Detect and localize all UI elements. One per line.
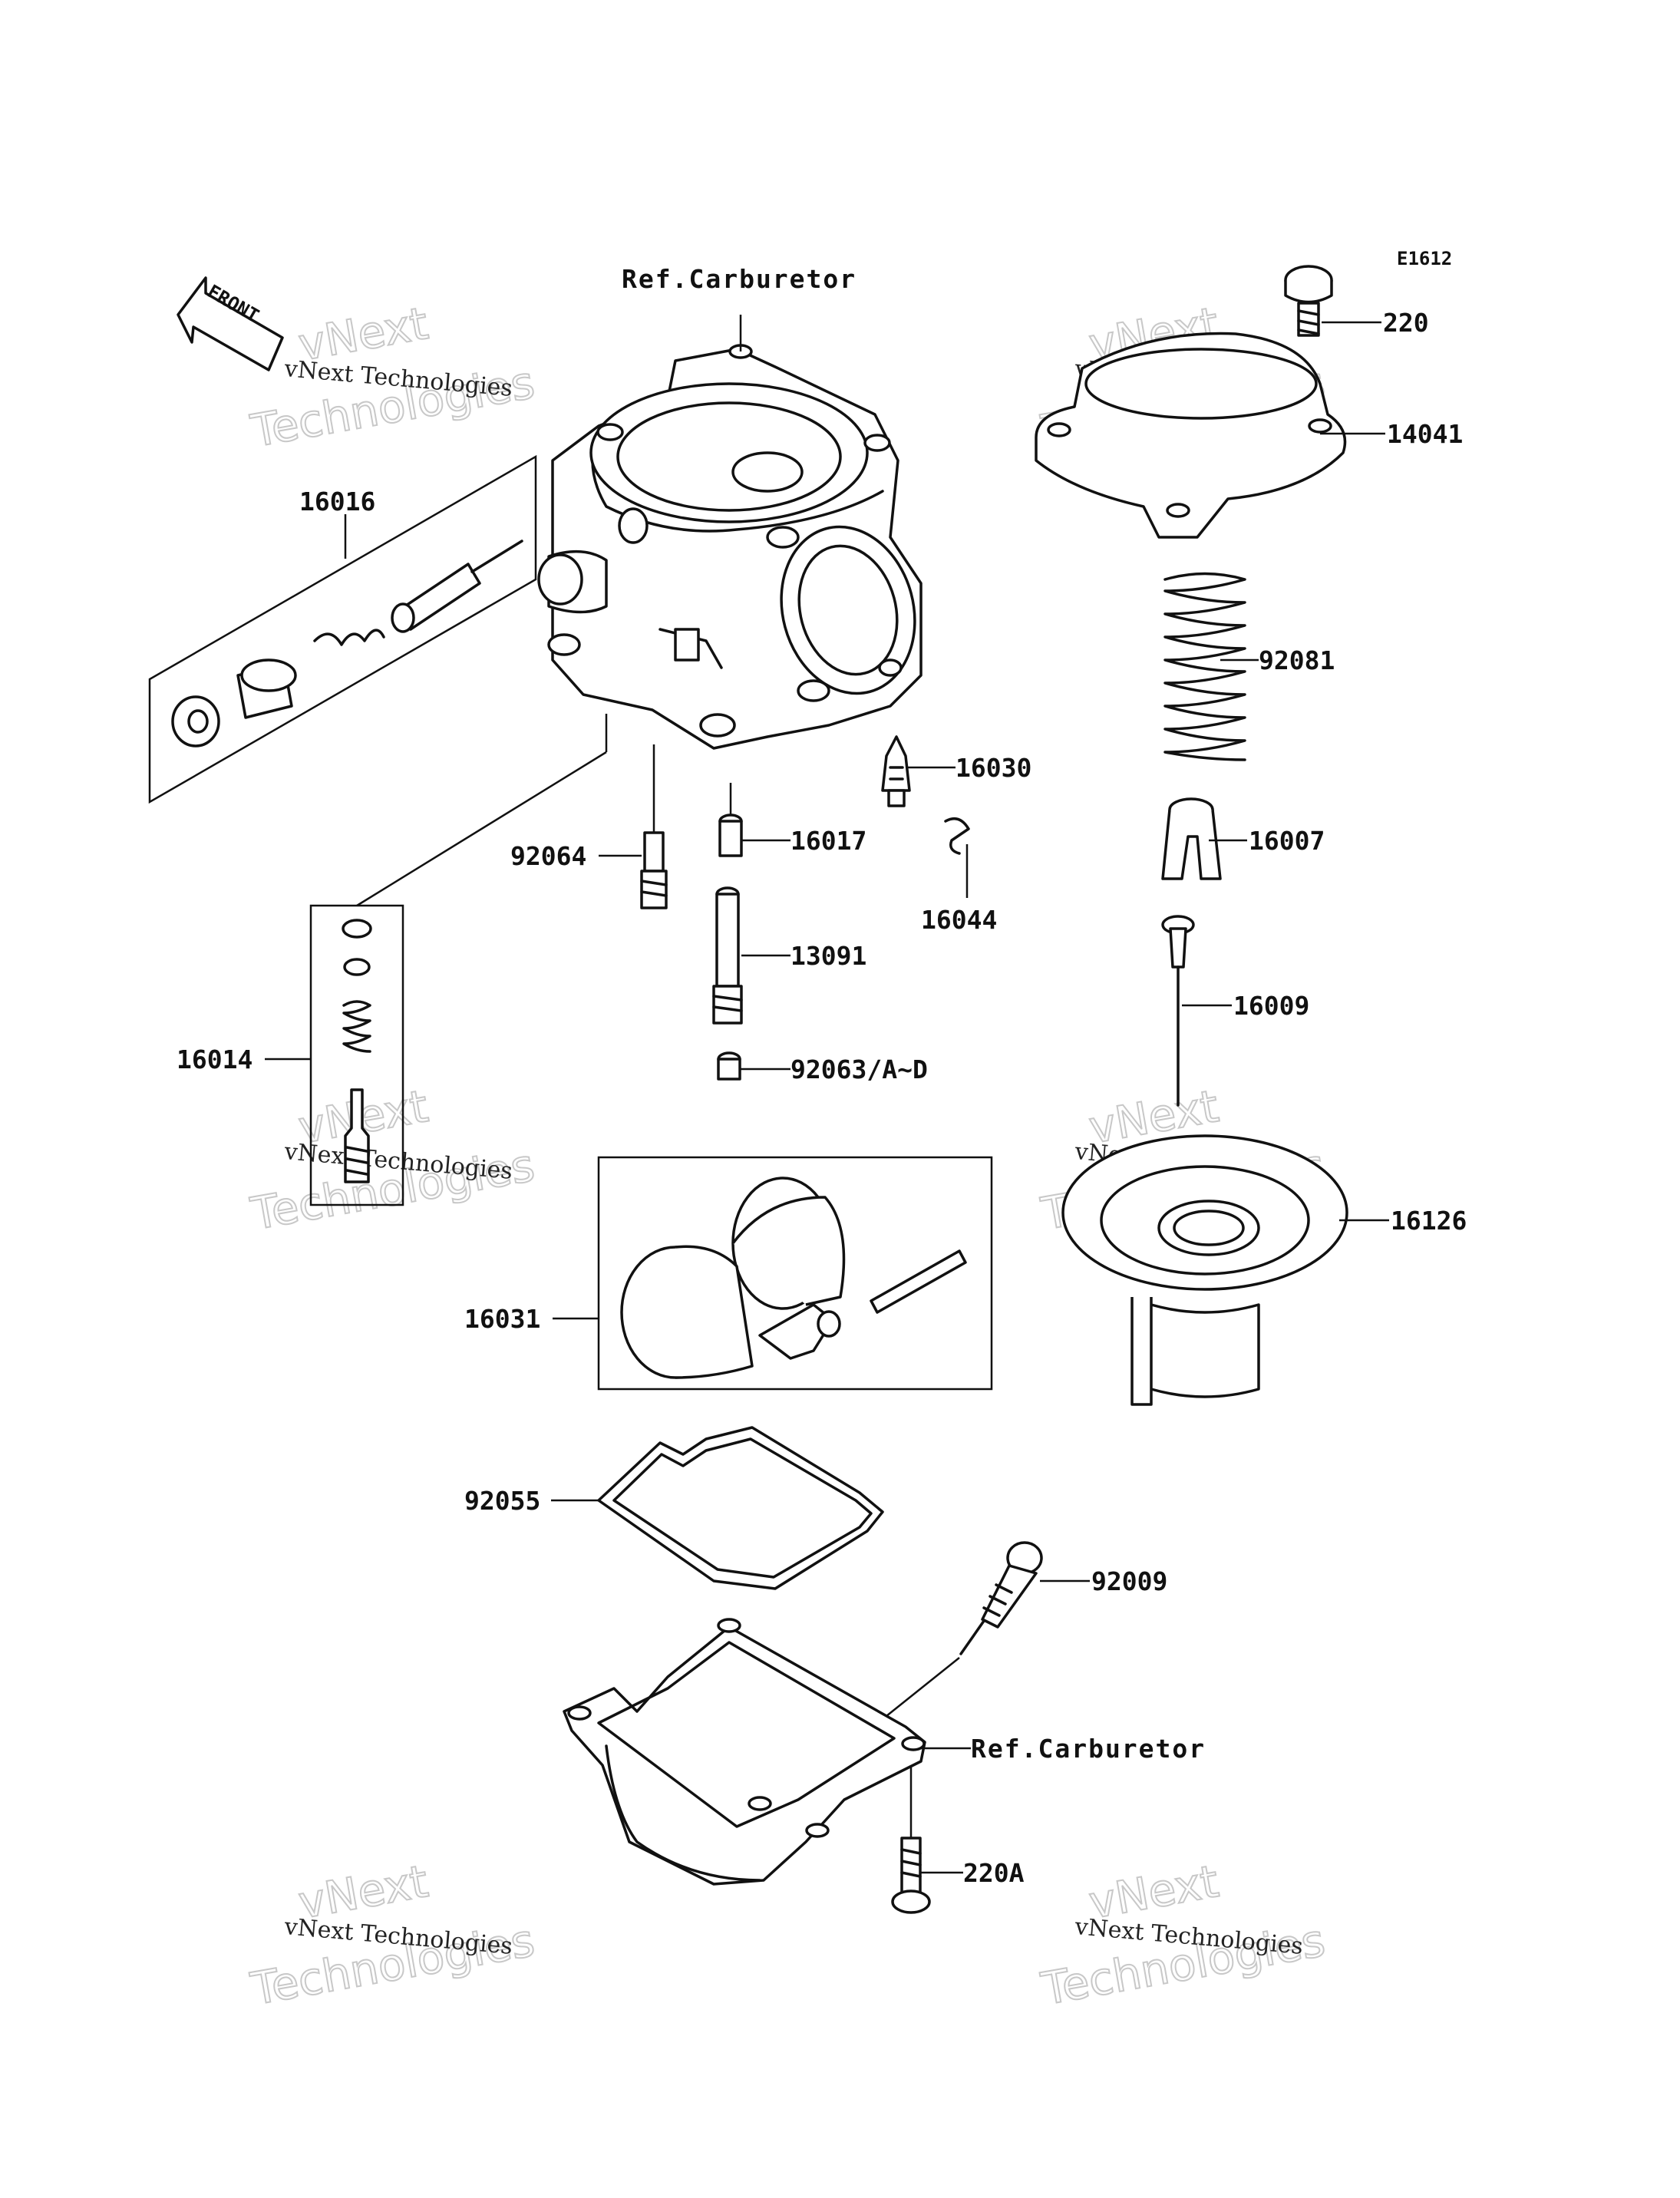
part-16016-kit bbox=[148, 454, 537, 804]
part-92055-gasket bbox=[597, 1426, 884, 1590]
part-label-220: 220 bbox=[1383, 308, 1429, 338]
part-16044-clip bbox=[944, 817, 970, 855]
part-220-screw bbox=[1284, 265, 1333, 337]
part-92063-jet bbox=[717, 1051, 741, 1081]
part-label-16126: 16126 bbox=[1391, 1206, 1467, 1236]
leader-16014-body bbox=[356, 751, 607, 907]
ref-carburetor-top: Ref.Carburetor bbox=[622, 264, 857, 294]
part-label-92055: 92055 bbox=[464, 1486, 540, 1516]
part-16007-holder bbox=[1161, 797, 1222, 880]
part-label-16007: 16007 bbox=[1249, 826, 1325, 856]
diagram-code: E1612 bbox=[1397, 248, 1452, 269]
front-arrow-icon: FRONT bbox=[177, 276, 284, 371]
part-16030-valve bbox=[881, 735, 911, 807]
part-label-16030: 16030 bbox=[956, 753, 1031, 783]
part-13091-tube bbox=[712, 886, 743, 1025]
part-label-14041: 14041 bbox=[1387, 419, 1463, 449]
part-16126-diaphragm bbox=[1061, 1134, 1348, 1406]
part-label-16009: 16009 bbox=[1233, 991, 1309, 1021]
part-label-92009: 92009 bbox=[1091, 1566, 1167, 1596]
part-label-16014: 16014 bbox=[177, 1045, 252, 1074]
part-92081-spring bbox=[1163, 572, 1246, 761]
part-label-16016: 16016 bbox=[299, 487, 375, 516]
part-label-16031: 16031 bbox=[464, 1304, 540, 1334]
part-16017-jet bbox=[718, 814, 743, 857]
part-16014-kit bbox=[309, 904, 404, 1206]
part-label-13091: 13091 bbox=[790, 941, 866, 971]
carburetor-body bbox=[537, 344, 923, 750]
part-label-92064: 92064 bbox=[510, 841, 586, 871]
ref-carburetor-bottom: Ref.Carburetor bbox=[971, 1734, 1206, 1764]
part-label-16017: 16017 bbox=[790, 826, 866, 856]
part-label-92081: 92081 bbox=[1259, 645, 1335, 675]
part-label-92063: 92063/A~D bbox=[790, 1054, 928, 1084]
float-bowl bbox=[563, 1618, 926, 1886]
part-14041-cover bbox=[1035, 332, 1347, 539]
part-label-220a: 220A bbox=[963, 1858, 1025, 1888]
part-16009-needle bbox=[1161, 915, 1195, 1107]
part-92064-jet bbox=[640, 831, 668, 909]
part-label-16044: 16044 bbox=[921, 905, 997, 935]
part-92009-screw bbox=[959, 1541, 1043, 1655]
part-16031-float-kit bbox=[597, 1156, 993, 1391]
part-220a-screw bbox=[891, 1837, 931, 1914]
